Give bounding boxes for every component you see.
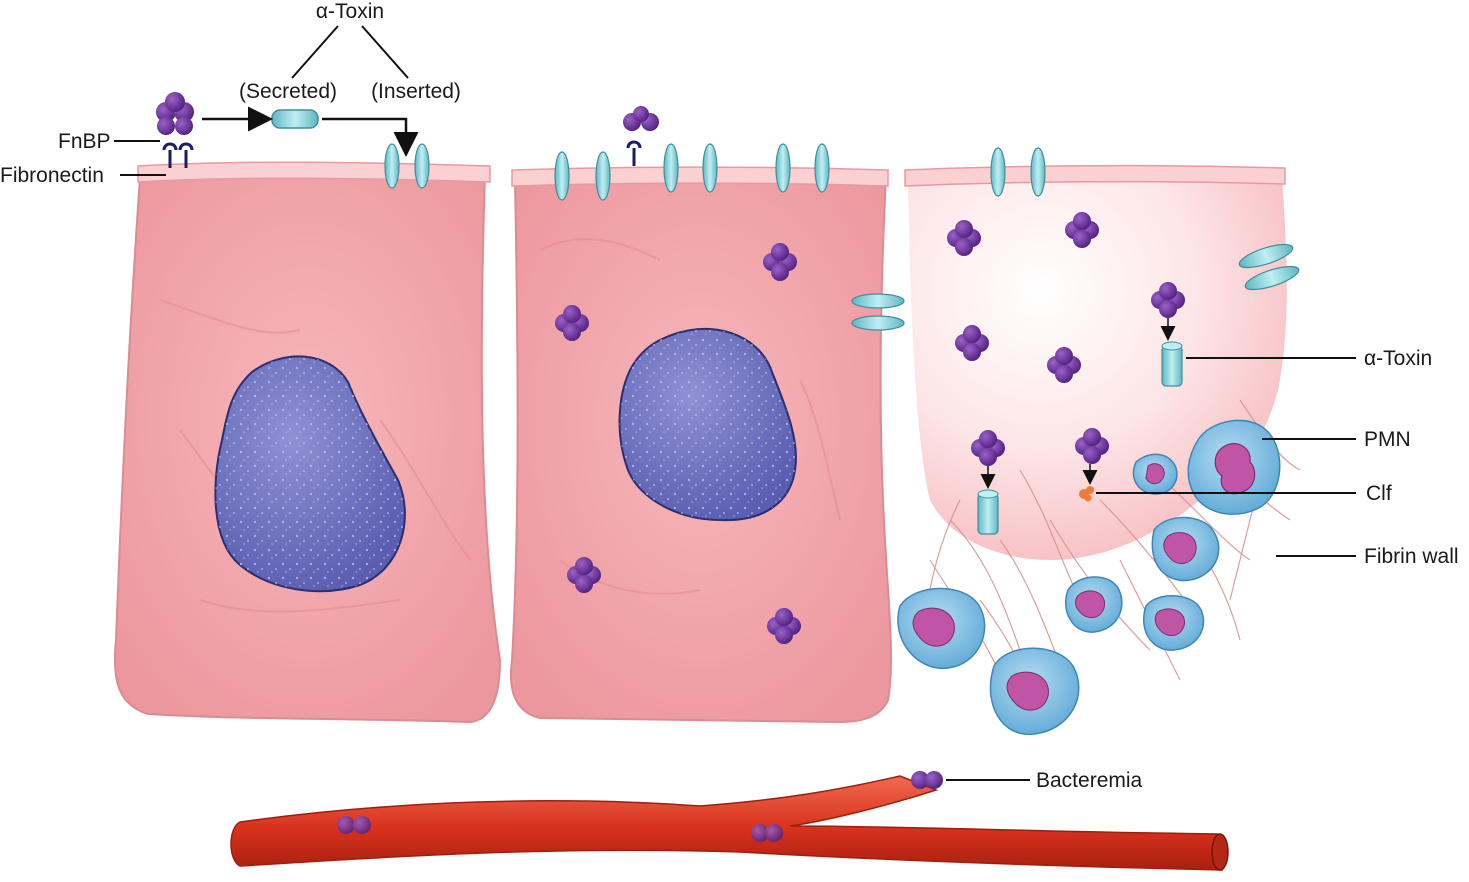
- bacterium-cluster: [1065, 212, 1099, 248]
- bacterium-in-vessel: [337, 816, 371, 834]
- pmn-cell: [1132, 453, 1178, 495]
- bacterium-cluster-toxin-source: [1151, 282, 1185, 318]
- bacterium-cluster-clf-source: [1075, 428, 1109, 464]
- inserted-label: (Inserted): [371, 80, 461, 103]
- bacterium-cluster-toxin-source: [971, 430, 1005, 466]
- alpha-toxin-right-label: α-Toxin: [1364, 347, 1432, 370]
- arrow-secreted-to-inserted: [322, 117, 419, 157]
- bacterium-cluster: [763, 243, 797, 281]
- pore-cell2-a: [554, 151, 611, 201]
- pore-cell2-side: [851, 293, 905, 331]
- epithelial-cell-1: [113, 161, 502, 724]
- bacterium-cluster-fnbp: [156, 92, 194, 135]
- bacterium-bacteremia: [911, 771, 943, 789]
- bacterium-cluster: [767, 608, 801, 644]
- bacterium-cluster: [947, 220, 981, 256]
- bacterium-cluster-cell2-top: [623, 106, 659, 131]
- pmn-cell: [1143, 595, 1205, 651]
- pore-cell2-b: [663, 143, 718, 193]
- pore-cell2-c: [775, 143, 830, 193]
- alpha-toxin-branch-lines: [291, 25, 409, 79]
- clf-blob: [1079, 486, 1094, 502]
- vessel-opening: [1211, 833, 1229, 871]
- toxin-monomer-2: [977, 489, 999, 535]
- pmn-cell: [989, 647, 1080, 735]
- fnbp-receptors: [162, 140, 642, 168]
- bacterium-cluster: [1047, 347, 1081, 383]
- fnbp-label: FnBP: [58, 130, 111, 153]
- pmn-label: PMN: [1364, 428, 1411, 451]
- bacterium-in-vessel: [751, 824, 783, 842]
- pore-cell3-side: [1238, 243, 1300, 291]
- alpha-toxin-top-label: α-Toxin: [316, 0, 384, 23]
- blood-vessel: [230, 775, 1229, 871]
- cell-1-membrane: [137, 161, 491, 183]
- epithelial-cell-2: [510, 166, 893, 724]
- bacterium-cluster: [555, 305, 589, 341]
- pore-cell3-top: [990, 147, 1046, 197]
- pmn-cell: [897, 587, 986, 669]
- clf-label: Clf: [1366, 482, 1392, 505]
- toxin-monomer-1: [1161, 341, 1183, 387]
- pmn-cells: [897, 419, 1281, 735]
- bacterium-cluster: [567, 557, 601, 593]
- pmn-cell: [1151, 516, 1220, 582]
- bacteremia-label: Bacteremia: [1036, 769, 1143, 792]
- fibronectin-label: Fibronectin: [0, 164, 104, 187]
- fibrin-wall-label: Fibrin wall: [1364, 545, 1459, 568]
- bacteria-clusters: [156, 92, 1185, 842]
- pmn-cell: [1065, 576, 1123, 633]
- pmn-cell: [1187, 419, 1281, 515]
- toxin-pores: [384, 143, 1300, 331]
- secreted-toxin-capsule: [271, 109, 319, 129]
- bacterium-cluster: [955, 325, 989, 361]
- secreted-label: (Secreted): [239, 80, 337, 103]
